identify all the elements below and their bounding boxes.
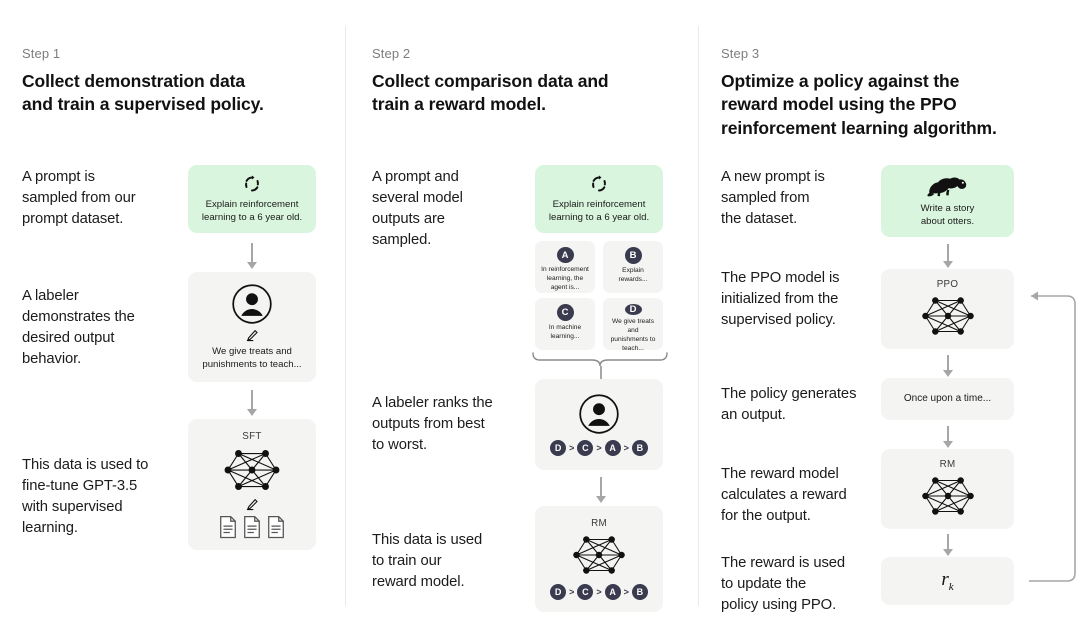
neural-net-icon — [219, 444, 285, 496]
labeler-box-step1-text: We give treats and punishments to teach.… — [202, 345, 302, 370]
step-2-desc-1: A prompt and several model outputs are s… — [372, 169, 463, 248]
neural-net-icon — [917, 472, 979, 520]
arrow-step1-1 — [246, 243, 257, 269]
prompt-box-step1-text: Explain reinforcement learning to a 6 ye… — [201, 198, 303, 223]
step-1-desc-1: A prompt is sampled from our prompt data… — [22, 169, 136, 227]
brace-merge-step2 — [532, 352, 668, 367]
neural-net-icon — [917, 292, 979, 340]
rank-gt: > — [596, 587, 602, 597]
arrow-step3-2 — [942, 355, 953, 377]
labeler-rank-box-step2: D > C > A > B — [535, 379, 663, 470]
step-2-title: Collect comparison data and train a rewa… — [372, 71, 609, 115]
arrow-step3-4 — [942, 534, 953, 556]
pencil-icon — [245, 497, 260, 512]
step-3-desc-4: The reward model calculates a reward for… — [721, 466, 847, 524]
ppo-box-title: PPO — [936, 278, 959, 290]
rm-box-step2: RM D > C > A — [535, 506, 663, 612]
documents-icon — [218, 515, 286, 539]
step-3-column: Step 3 Optimize a policy against the rew… — [699, 0, 1080, 624]
step-3-title: Optimize a policy against the reward mod… — [721, 71, 997, 138]
reward-symbol: rk — [941, 569, 954, 593]
step-3-desc-2: The PPO model is initialized from the su… — [721, 270, 840, 328]
option-card-b: B Explain rewards... — [603, 241, 663, 293]
person-circle-icon — [231, 283, 273, 325]
rank-gt: > — [623, 587, 629, 597]
arrow-step3-3 — [942, 426, 953, 448]
loop-icon — [242, 174, 262, 194]
option-text-b: Explain rewards... — [618, 267, 648, 283]
rank-pill-1: D — [550, 440, 567, 456]
otter-icon — [926, 174, 969, 198]
step-3-label: Step 3 — [721, 46, 760, 61]
option-text-c: In machine learning... — [548, 324, 582, 340]
rank-pill-4: B — [631, 440, 648, 456]
step-1-column: Step 1 Collect demonstration data and tr… — [0, 0, 345, 624]
loop-icon — [589, 174, 609, 194]
option-badge-d: D — [624, 304, 642, 315]
option-badge-c: C — [556, 304, 574, 321]
rank-pill-3: A — [604, 440, 621, 456]
feedback-loop-arrow — [1009, 290, 1080, 585]
option-text-a: In reinforcement learning, the agent is.… — [541, 266, 589, 292]
rank-pill-2: C — [577, 584, 594, 600]
ranking-row-rm: D > C > A > B — [550, 584, 648, 600]
option-card-c: C In machine learning... — [535, 298, 595, 350]
rank-gt: > — [596, 443, 602, 453]
reward-box-step3: rk — [881, 557, 1014, 605]
step-2-desc-2: A labeler ranks the outputs from best to… — [372, 395, 493, 453]
step-1-label: Step 1 — [22, 46, 61, 61]
prompt-box-step3: Write a story about otters. — [881, 165, 1014, 237]
arrow-step1-2 — [246, 390, 257, 416]
ppo-box-step3: PPO — [881, 269, 1014, 349]
rank-pill-2: C — [577, 440, 594, 456]
rm-box-step3: RM — [881, 449, 1014, 529]
step-2-label: Step 2 — [372, 46, 411, 61]
step-3-desc-3: The policy generates an output. — [721, 386, 857, 423]
ranking-row-labeler: D > C > A > B — [550, 440, 648, 456]
option-card-d: D We give treats and punishments to teac… — [603, 298, 663, 352]
prompt-box-step3-text: Write a story about otters. — [920, 202, 975, 227]
option-card-a: A In reinforcement learning, the agent i… — [535, 241, 595, 293]
step-1-desc-2: A labeler demonstrates the desired outpu… — [22, 288, 135, 367]
rank-gt: > — [623, 443, 629, 453]
column-divider-2 — [698, 26, 699, 606]
sft-box-title: SFT — [242, 430, 262, 442]
prompt-box-step2-text: Explain reinforcement learning to a 6 ye… — [548, 198, 650, 223]
option-text-d: We give treats and punishments to teach.… — [610, 318, 656, 352]
rank-pill-4: B — [631, 584, 648, 600]
step-1-desc-3: This data is used to fine-tune GPT-3.5 w… — [22, 457, 149, 536]
output-box-text: Once upon a time... — [903, 393, 992, 405]
option-badge-b: B — [624, 247, 642, 264]
rank-gt: > — [569, 443, 575, 453]
rm-box-step3-title: RM — [939, 458, 956, 470]
labeler-box-step1: We give treats and punishments to teach.… — [188, 272, 316, 382]
step-2-column: Step 2 Collect comparison data and train… — [346, 0, 698, 624]
pencil-icon — [245, 328, 260, 343]
column-divider-1 — [345, 26, 346, 606]
rank-gt: > — [569, 587, 575, 597]
arrow-step2-2 — [595, 477, 606, 503]
output-box-step3: Once upon a time... — [881, 378, 1014, 420]
option-badge-a: A — [556, 247, 574, 264]
step-1-title: Collect demonstration data and train a s… — [22, 71, 264, 115]
person-circle-icon — [578, 393, 620, 435]
step-3-desc-5: The reward is used to update the policy … — [721, 555, 846, 613]
prompt-box-step2: Explain reinforcement learning to a 6 ye… — [535, 165, 663, 233]
prompt-box-step1: Explain reinforcement learning to a 6 ye… — [188, 165, 316, 233]
step-3-desc-1: A new prompt is sampled from the dataset… — [721, 169, 825, 227]
arrow-step3-1 — [942, 244, 953, 268]
neural-net-icon — [568, 531, 630, 579]
rank-pill-3: A — [604, 584, 621, 600]
rm-box-title: RM — [591, 518, 607, 529]
step-2-desc-3: This data is used to train our reward mo… — [372, 532, 483, 590]
sft-box-step1: SFT — [188, 419, 316, 550]
rank-pill-1: D — [550, 584, 567, 600]
